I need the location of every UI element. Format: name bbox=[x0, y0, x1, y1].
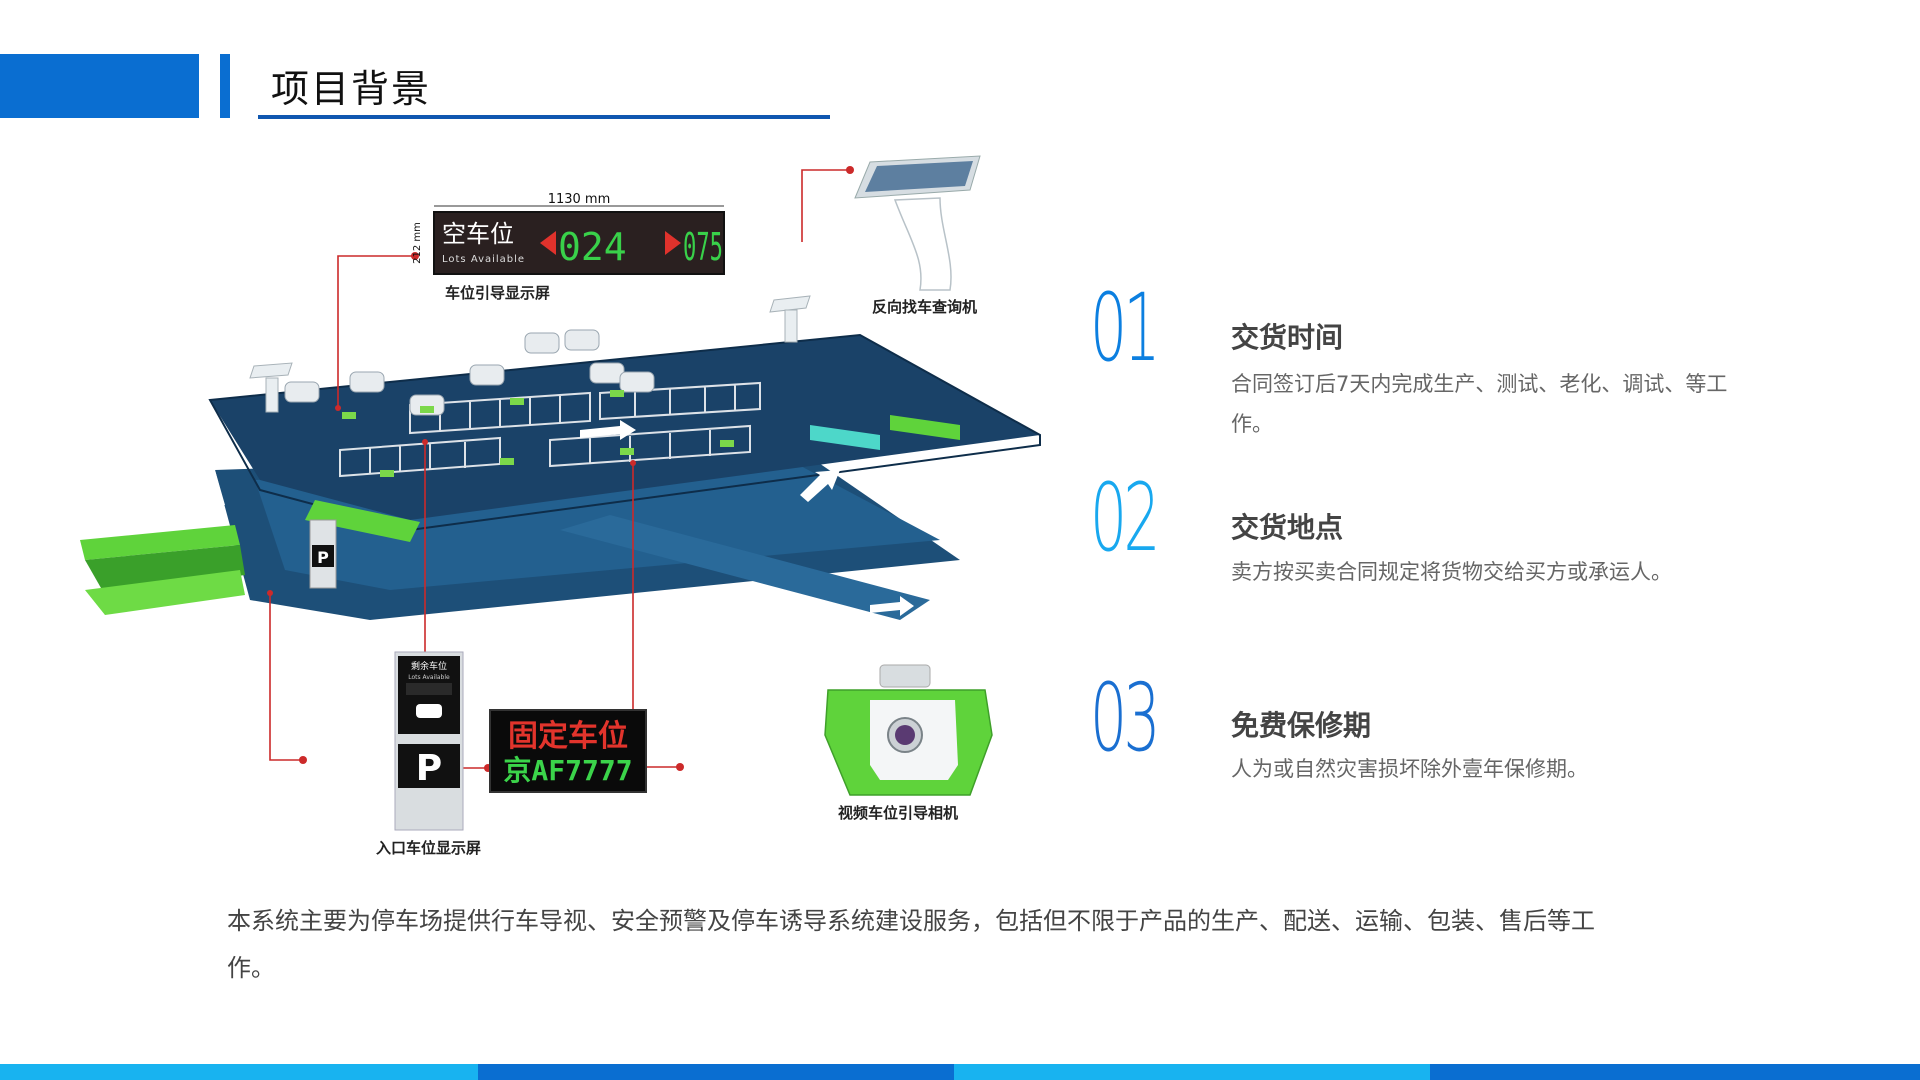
cars bbox=[284, 329, 655, 416]
pillar-parking-p: P bbox=[416, 748, 442, 789]
floor-arrows bbox=[205, 420, 914, 616]
item-number-01: 01 bbox=[1090, 274, 1160, 383]
led-line2: 京AF7777 bbox=[503, 754, 632, 787]
led-line1: 固定车位 bbox=[508, 719, 628, 754]
header-blue-block bbox=[0, 54, 199, 118]
small-kiosks bbox=[249, 295, 811, 413]
guidance-lights bbox=[342, 390, 734, 477]
summary-paragraph: 本系统主要为停车场提供行车导视、安全预警及停车诱导系统建设服务，包括但不限于产品… bbox=[227, 907, 1595, 982]
led-matrix-sign: 固定车位 京AF7777 bbox=[489, 709, 647, 793]
guidance-display-sign: 1130 mm 212 mm 空车位 Lots Available 024 07… bbox=[412, 192, 725, 302]
label-reverse-kiosk: 反向找车查询机 bbox=[872, 298, 977, 316]
label-entrance-screen: 入口车位显示屏 bbox=[376, 839, 481, 857]
label-camera: 视频车位引导相机 bbox=[838, 804, 958, 822]
item-desc-delivery-place: 卖方按买卖合同规定将货物交给买方或承运人。 bbox=[1231, 560, 1672, 584]
dimension-width-label: 1130 mm bbox=[548, 192, 611, 207]
dimension-height-label: 212 mm bbox=[412, 222, 423, 264]
pillar-heading: 剩余车位 bbox=[411, 660, 447, 672]
sign-main-text: 空车位 bbox=[442, 220, 514, 248]
item-title-delivery-time: 交货时间 bbox=[1231, 321, 1344, 354]
footer-stripe-1 bbox=[0, 1064, 478, 1080]
ramp bbox=[560, 515, 930, 620]
item-number-03: 03 bbox=[1090, 664, 1160, 773]
footer-stripe-2 bbox=[478, 1064, 954, 1080]
parking-system-illustration: 1130 mm 212 mm 空车位 Lots Available 024 07… bbox=[80, 150, 1060, 870]
car-icon bbox=[416, 704, 442, 718]
sign-sub-text: Lots Available bbox=[442, 254, 525, 265]
page-title: 项目背景 bbox=[271, 67, 432, 111]
reverse-search-kiosk: 反向找车查询机 bbox=[854, 155, 981, 316]
item-number-02: 02 bbox=[1090, 464, 1160, 573]
svg-text:P: P bbox=[317, 548, 329, 567]
item-title-warranty: 免费保修期 bbox=[1231, 709, 1372, 742]
sign-right-number: 075 bbox=[683, 225, 723, 269]
item-title-delivery-place: 交货地点 bbox=[1231, 511, 1344, 544]
label-guidance-screen: 车位引导显示屏 bbox=[445, 284, 550, 302]
left-arrow-icon bbox=[540, 231, 556, 255]
title-underline bbox=[258, 115, 830, 119]
right-arrow-icon bbox=[665, 231, 681, 255]
entrance-ramp-green bbox=[80, 525, 240, 560]
footer-stripe-3 bbox=[954, 1064, 1430, 1080]
item-desc-delivery-time: 合同签订后7天内完成生产、测试、老化、调试、等工作。 bbox=[1231, 372, 1728, 436]
entrance-display-pillar: 剩余车位 Lots Available P 入口车位显示屏 bbox=[376, 651, 481, 857]
pillar-sub: Lots Available bbox=[408, 674, 450, 681]
footer-stripe-4 bbox=[1430, 1064, 1920, 1080]
sign-left-number: 024 bbox=[558, 225, 627, 269]
deck-pillar: P bbox=[309, 519, 337, 589]
header-accent-bar bbox=[220, 54, 230, 118]
item-desc-warranty: 人为或自然灾害损坏除外壹年保修期。 bbox=[1231, 757, 1588, 781]
video-guidance-camera: 视频车位引导相机 bbox=[824, 664, 993, 822]
